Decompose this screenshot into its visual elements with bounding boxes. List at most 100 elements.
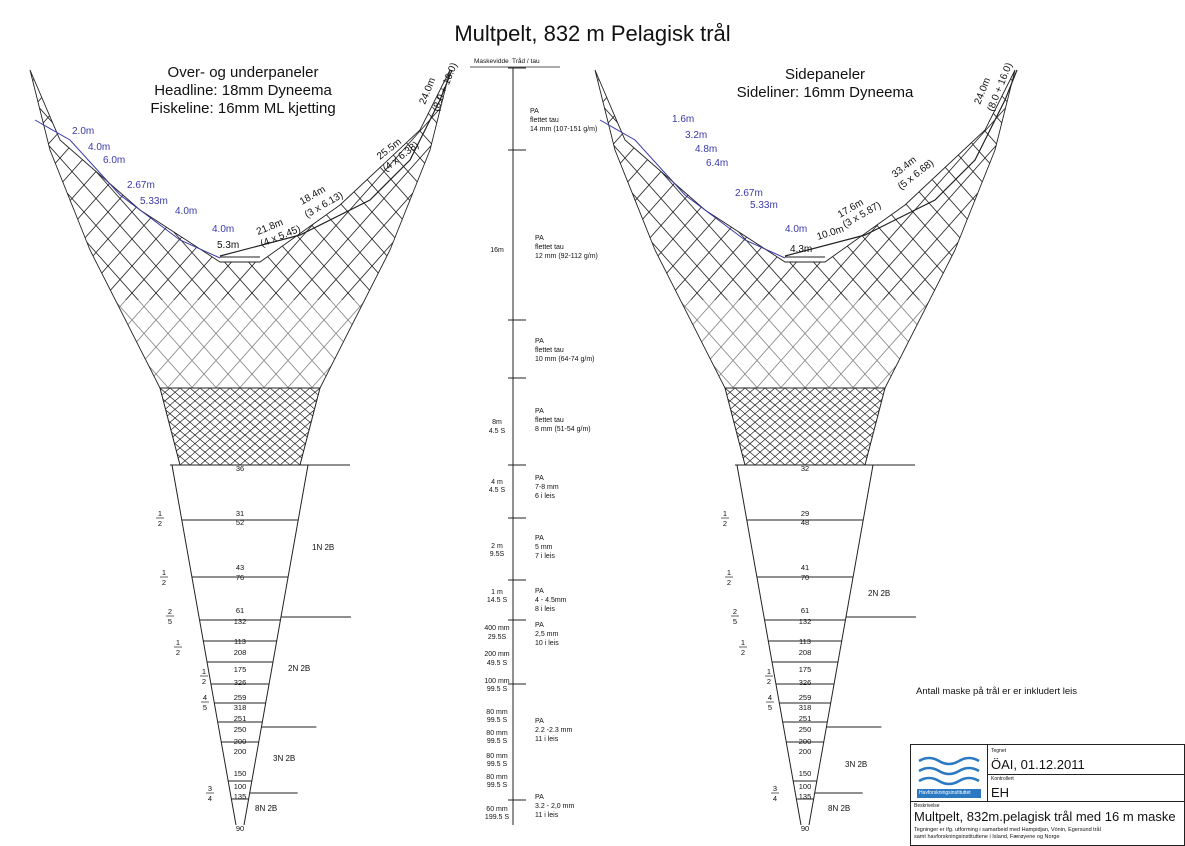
mesh-line (548, 50, 948, 500)
ratio-denominator: 2 (723, 519, 727, 528)
mesh-line (768, 70, 1015, 388)
mesh-line (636, 50, 1036, 500)
wave-logo-icon (917, 756, 981, 798)
mesh-line (720, 70, 1015, 388)
mesh-line (0, 50, 313, 500)
mesh-count: 326 (234, 678, 247, 687)
mesh-line (60, 388, 150, 465)
mesh-line (160, 388, 241, 465)
thread-spec: 7 i leis (535, 553, 555, 560)
mesh-line (872, 70, 1015, 388)
mesh-size: 4 m (491, 479, 503, 486)
mesh-line (595, 70, 722, 388)
mesh-line (0, 50, 289, 500)
thread-spec: 11 i leis (535, 736, 559, 743)
mesh-count: 36 (236, 464, 244, 473)
mesh-size: 99.5 S (487, 738, 508, 745)
mesh-line (307, 70, 450, 388)
mesh-count: 200 (799, 737, 812, 746)
headline-rope (219, 69, 453, 257)
ratio-numerator: 3 (208, 784, 212, 793)
mesh-size: 99.5 S (487, 782, 508, 789)
mesh-line (0, 50, 145, 500)
mesh-line (956, 50, 1185, 500)
mesh-line (0, 50, 241, 500)
mesh-line (30, 70, 389, 388)
mesh-line (30, 70, 125, 388)
mesh-line (1005, 388, 1095, 465)
mesh-line (955, 388, 1045, 465)
mesh-line (596, 50, 996, 500)
thread-spec: flettet tau (535, 347, 564, 354)
mesh-line (30, 70, 133, 388)
right-heading-line-1: Sidepaneler (784, 66, 866, 83)
mesh-line (30, 70, 205, 388)
column-header: Tråd / tau (512, 57, 540, 65)
mesh-line (725, 388, 796, 465)
codend-dense-mesh (0, 388, 480, 465)
thread-spec: 11 i leis (535, 812, 559, 819)
mesh-count: 41 (801, 563, 809, 572)
thread-spec: 10 mm (64-74 g/m) (535, 356, 595, 363)
mesh-line (60, 388, 150, 465)
mesh-line (455, 388, 545, 465)
ratio-denominator: 5 (768, 703, 772, 712)
mesh-line (30, 70, 37, 388)
mesh-line (279, 388, 320, 465)
mesh-line (0, 388, 50, 465)
mesh-line (1005, 388, 1095, 465)
mesh-line (30, 388, 120, 465)
mesh-line (179, 388, 271, 465)
mesh-line (309, 388, 320, 465)
funnel-right-edge (243, 464, 309, 826)
mesh-size: 8m (492, 419, 502, 426)
mesh-line (40, 388, 130, 465)
mesh-line (0, 388, 40, 465)
mesh-count: 318 (799, 703, 812, 712)
mesh-line (975, 388, 1065, 465)
mesh-line (836, 50, 1185, 500)
ratio-numerator: 1 (723, 509, 727, 518)
mesh-line (249, 388, 320, 465)
mesh-size: 9.5S (490, 551, 505, 558)
blue-line (34, 119, 221, 259)
mesh-line (864, 388, 885, 465)
mesh-line (57, 50, 457, 500)
mesh-line (160, 388, 251, 465)
ratio-numerator: 1 (741, 638, 745, 647)
ratio-numerator: 4 (768, 693, 772, 702)
mesh-line (49, 50, 449, 500)
mesh-size: 80 mm (486, 774, 508, 781)
mesh-line (419, 70, 450, 388)
mesh-size: 16m (490, 247, 504, 254)
mesh-line (309, 388, 320, 465)
dim-label: 3.2m (685, 130, 707, 141)
left-panel-heading: Over- og underpaneler Headline: 18mm Dyn… (128, 64, 358, 118)
mesh-size: 1 m (491, 589, 503, 596)
mesh-line (390, 388, 480, 465)
mesh-line (660, 50, 1060, 500)
mesh-line (115, 70, 450, 388)
mesh-line (1057, 50, 1185, 500)
mesh-line (0, 388, 20, 465)
mesh-line (800, 70, 1015, 388)
mesh-line (163, 70, 450, 388)
mesh-line (105, 50, 505, 500)
mesh-count: 70 (801, 573, 809, 582)
mesh-line (925, 388, 1015, 465)
mesh-line (435, 388, 525, 465)
mesh-count: 32 (801, 464, 809, 473)
ratio-denominator: 5 (733, 617, 737, 626)
mesh-line (784, 388, 876, 465)
mesh-line (995, 388, 1085, 465)
mesh-line (595, 70, 794, 388)
mesh-line (350, 388, 440, 465)
mesh-line (595, 388, 685, 465)
mesh-count: 31 (236, 509, 244, 518)
mesh-line (30, 70, 317, 388)
left-heading-line-1: Over- og underpaneler (167, 64, 319, 81)
mesh-line (595, 70, 866, 388)
ratio-numerator: 1 (176, 638, 180, 647)
mesh-count: 113 (234, 637, 246, 646)
mesh-count: 61 (801, 606, 809, 615)
